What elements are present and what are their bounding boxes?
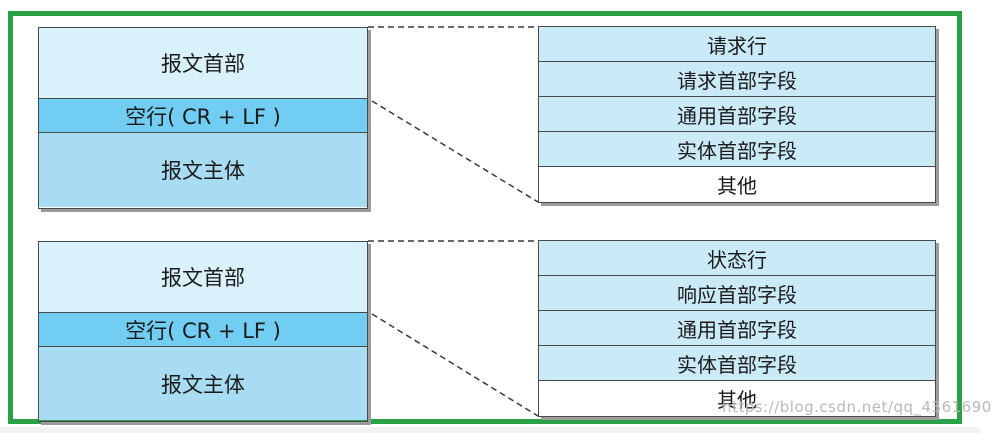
status-line: 状态行 xyxy=(539,241,935,276)
general-header-field: 通用首部字段 xyxy=(539,311,935,346)
entity-header-field: 实体首部字段 xyxy=(539,346,935,381)
watermark: https://blog.csdn.net/qq_4361690 xyxy=(722,398,992,416)
response-header-fields: 状态行 响应首部字段 通用首部字段 实体首部字段 其他 xyxy=(538,240,936,417)
request-header-field: 请求首部字段 xyxy=(539,62,935,97)
request-header-fields: 请求行 请求首部字段 通用首部字段 实体首部字段 其他 xyxy=(538,26,936,203)
request-message-block: 报文首部 空行( CR + LF ) 报文主体 xyxy=(38,27,368,209)
request-message-body: 报文主体 xyxy=(39,133,367,207)
request-line: 请求行 xyxy=(539,27,935,62)
general-header-field: 通用首部字段 xyxy=(539,97,935,132)
response-message-body: 报文主体 xyxy=(39,347,367,420)
response-message-header: 报文首部 xyxy=(39,242,367,312)
response-blank-line: 空行( CR + LF ) xyxy=(39,312,367,347)
entity-header-field: 实体首部字段 xyxy=(539,132,935,167)
diagram-frame xyxy=(8,11,962,424)
other-field: 其他 xyxy=(539,167,935,202)
response-header-field: 响应首部字段 xyxy=(539,276,935,311)
other-field: 其他 xyxy=(539,381,935,416)
request-blank-line: 空行( CR + LF ) xyxy=(39,98,367,133)
bottom-strip xyxy=(0,427,980,433)
request-message-header: 报文首部 xyxy=(39,28,367,98)
response-message-block: 报文首部 空行( CR + LF ) 报文主体 xyxy=(38,241,368,422)
